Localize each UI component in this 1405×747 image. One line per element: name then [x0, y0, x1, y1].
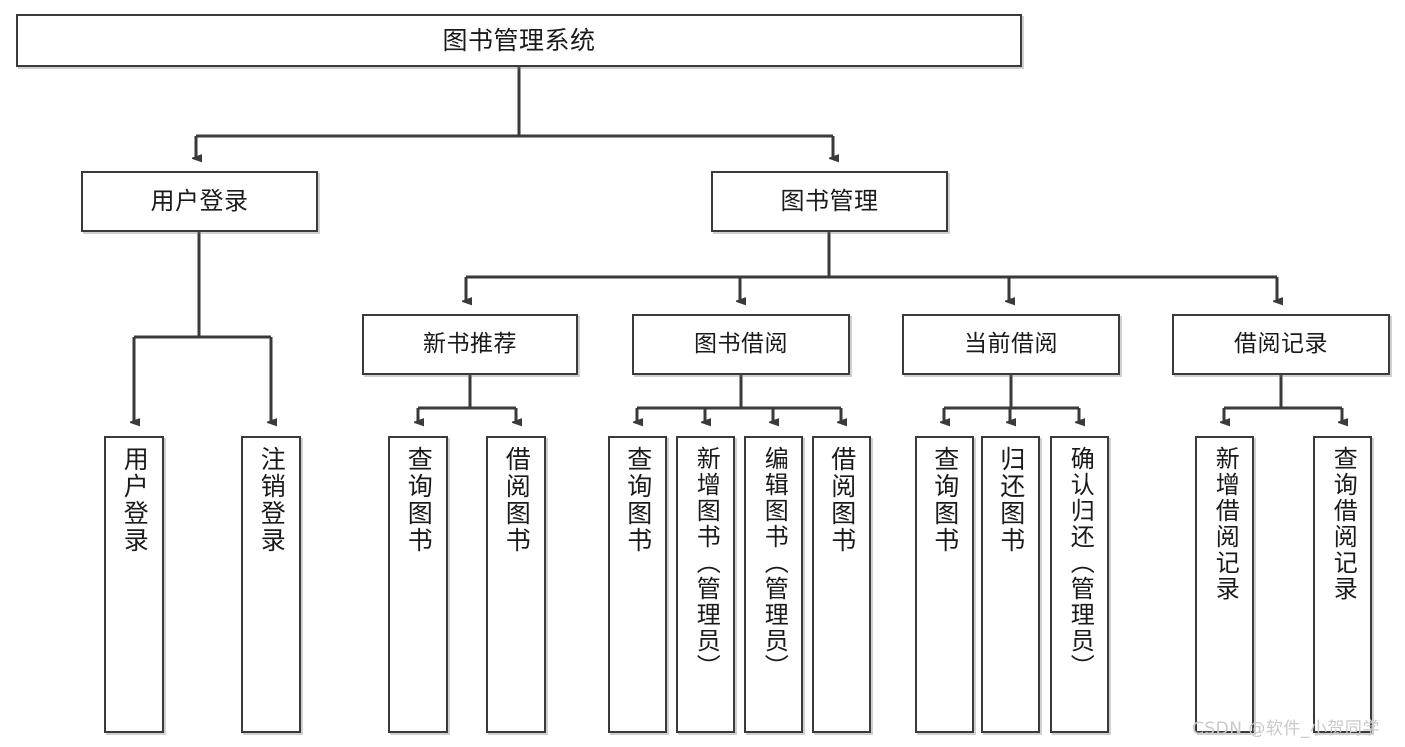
node-book-borrow[interactable]: 图书借阅	[632, 314, 850, 375]
node-user-login[interactable]: 用户登录	[81, 171, 318, 232]
node-leaf-return-book[interactable]: 归还图书	[981, 436, 1040, 733]
node-new-book-rec[interactable]: 新书推荐	[362, 314, 578, 375]
node-book-manage[interactable]: 图书管理	[711, 171, 948, 232]
node-current-borrow-label: 当前借阅	[964, 330, 1058, 357]
node-leaf-return-book-label: 归还图书	[996, 446, 1026, 554]
node-borrow-record-label: 借阅记录	[1234, 330, 1328, 357]
node-leaf-query-book-3[interactable]: 查询图书	[915, 436, 974, 733]
node-leaf-query-book-3-label: 查询图书	[930, 446, 960, 554]
node-book-borrow-label: 图书借阅	[694, 330, 788, 357]
node-leaf-edit-book-label: 编辑图书（管理员）	[760, 446, 789, 680]
node-leaf-borrow-book-1-label: 借阅图书	[502, 446, 532, 554]
node-leaf-borrow-book-1[interactable]: 借阅图书	[486, 436, 546, 733]
node-leaf-user-logout[interactable]: 注销登录	[241, 436, 301, 733]
node-leaf-query-record[interactable]: 查询借阅记录	[1313, 436, 1372, 733]
node-current-borrow[interactable]: 当前借阅	[902, 314, 1120, 375]
node-root[interactable]: 图书管理系统	[16, 14, 1022, 67]
node-leaf-add-record[interactable]: 新增借阅记录	[1195, 436, 1254, 733]
node-leaf-borrow-book-2[interactable]: 借阅图书	[812, 436, 871, 733]
node-leaf-add-book-label: 新增图书（管理员）	[692, 446, 721, 680]
node-leaf-borrow-book-2-label: 借阅图书	[827, 446, 857, 554]
node-leaf-query-record-label: 查询借阅记录	[1329, 446, 1358, 602]
node-leaf-user-login[interactable]: 用户登录	[104, 436, 164, 733]
node-borrow-record[interactable]: 借阅记录	[1172, 314, 1390, 375]
node-leaf-add-record-label: 新增借阅记录	[1211, 446, 1240, 602]
node-leaf-query-book-2-label: 查询图书	[623, 446, 653, 554]
node-root-label: 图书管理系统	[442, 25, 596, 55]
node-new-book-rec-label: 新书推荐	[423, 330, 517, 357]
node-leaf-confirm-return-label: 确认归还（管理员）	[1066, 446, 1095, 680]
node-book-manage-label: 图书管理	[780, 187, 879, 216]
node-leaf-query-book-2[interactable]: 查询图书	[608, 436, 667, 733]
node-user-login-label: 用户登录	[150, 187, 249, 216]
node-leaf-add-book[interactable]: 新增图书（管理员）	[676, 436, 735, 733]
node-leaf-query-book-1-label: 查询图书	[404, 446, 434, 554]
node-leaf-user-login-label: 用户登录	[120, 446, 150, 554]
csdn-watermark: CSDN @软件_小贺同学	[1192, 719, 1380, 739]
node-leaf-confirm-return[interactable]: 确认归还（管理员）	[1050, 436, 1109, 733]
node-leaf-edit-book[interactable]: 编辑图书（管理员）	[744, 436, 803, 733]
node-leaf-user-logout-label: 注销登录	[257, 446, 287, 554]
node-leaf-query-book-1[interactable]: 查询图书	[388, 436, 448, 733]
